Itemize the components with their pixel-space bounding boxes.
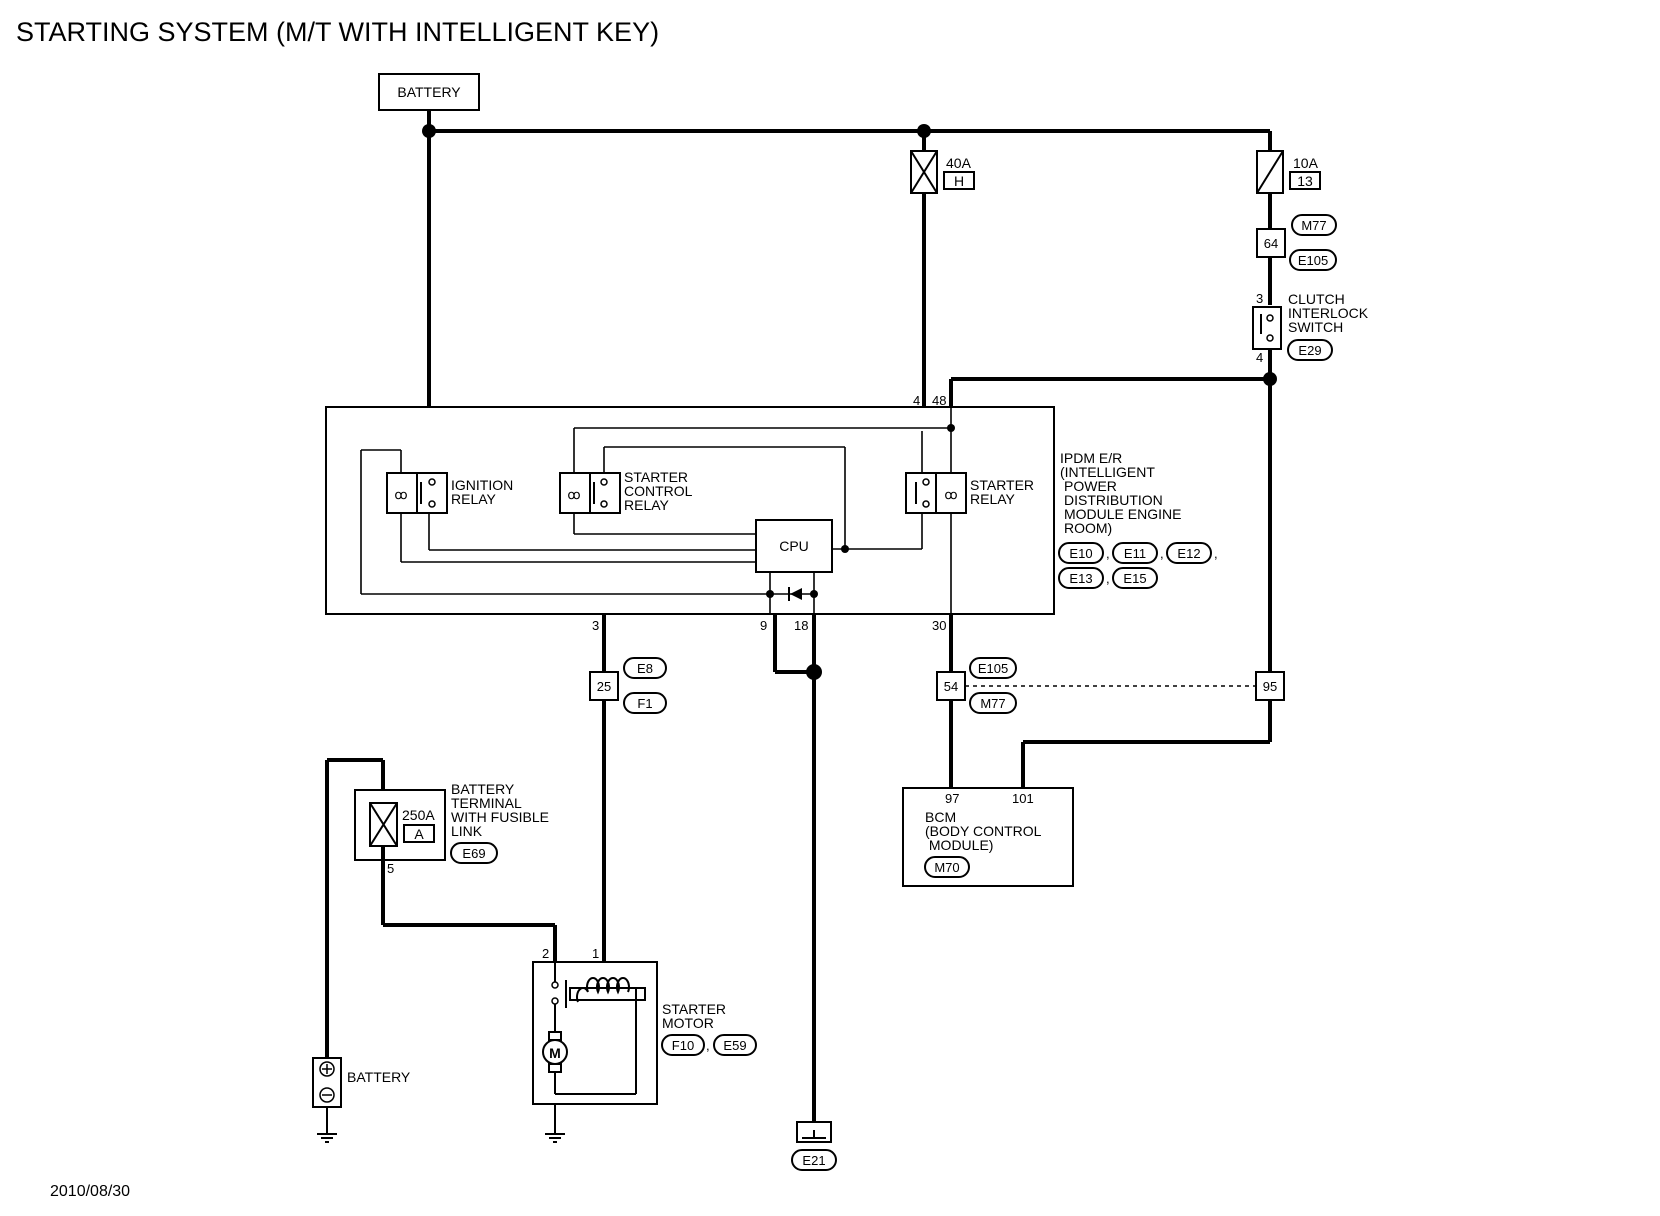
battery-bottom-label: BATTERY (347, 1069, 411, 1085)
connector-tag-m70: M70 (934, 860, 959, 875)
cpu-label: CPU (779, 538, 809, 554)
starter-motor-label-1: STARTER (662, 1001, 726, 1017)
connector-64-pin: 64 (1264, 236, 1278, 251)
relay-coil-icon: ꝏ (394, 487, 407, 502)
clutch-pin-bottom: 4 (1256, 350, 1263, 365)
ipdm-label-2: (INTELLIGENT (1060, 464, 1155, 480)
ipdm-pin-9: 9 (760, 618, 767, 633)
battery-top-label: BATTERY (397, 84, 461, 100)
connector-tag-e11: E11 (1124, 546, 1146, 561)
bcm-label-2: (BODY CONTROL (925, 823, 1042, 839)
starter-relay-label-2: RELAY (970, 491, 1016, 507)
ipdm-pin-3: 3 (592, 618, 599, 633)
junction-dot (841, 545, 849, 553)
connector-tag-e59: E59 (723, 1038, 746, 1053)
fusible-link-label-1: BATTERY (451, 781, 515, 797)
bcm-module (902, 787, 1074, 887)
svg-text:,: , (1106, 571, 1110, 586)
bcm-pin-97: 97 (945, 791, 959, 806)
connector-tag-e8: E8 (637, 661, 653, 676)
connector-tag-e13: E13 (1069, 571, 1092, 586)
connector-tag-e10: E10 (1069, 546, 1092, 561)
starter-control-relay-label-2: CONTROL (624, 483, 693, 499)
battery-top-box (378, 73, 480, 111)
fusible-link-code: A (414, 826, 424, 842)
fuse-40a-rating: 40A (946, 155, 972, 171)
connector-tag-e69: E69 (462, 846, 485, 861)
connector-tag-m77-2: M77 (980, 696, 1005, 711)
fuse-10a-code: 13 (1297, 173, 1313, 189)
ipdm-pin-4: 4 (913, 393, 920, 408)
starter-control-relay-label-3: RELAY (624, 497, 670, 513)
clutch-interlock-switch (1252, 306, 1282, 350)
fusible-link-rating: 250A (402, 807, 435, 823)
svg-text:,: , (1160, 546, 1164, 561)
connector-54-pin: 54 (944, 679, 958, 694)
clutch-label-1: CLUTCH (1288, 291, 1345, 307)
fusible-link-label-3: WITH FUSIBLE (451, 809, 549, 825)
fusible-link-pin-5: 5 (387, 861, 394, 876)
ignition-relay-label-1: IGNITION (451, 477, 513, 493)
connector-tag-e12: E12 (1177, 546, 1200, 561)
cpu-block (755, 519, 833, 573)
svg-text:,: , (1214, 546, 1218, 561)
ipdm-pin-18: 18 (794, 618, 808, 633)
motor-symbol: M (549, 1045, 561, 1061)
bcm-label-3: MODULE) (925, 837, 993, 853)
connector-tag-e15: E15 (1123, 571, 1146, 586)
connector-tag-f10: F10 (672, 1038, 694, 1053)
diode-icon (790, 588, 802, 600)
connector-tag-e105: E105 (1298, 253, 1328, 268)
connector-95-pin: 95 (1263, 679, 1277, 694)
fuse-10a-rating: 10A (1293, 155, 1319, 171)
starter-motor-label-2: MOTOR (662, 1015, 714, 1031)
ipdm-label-5: MODULE ENGINE (1064, 506, 1181, 522)
diagram-title: STARTING SYSTEM (M/T WITH INTELLIGENT KE… (16, 17, 659, 47)
connector-64 (1256, 228, 1286, 258)
connector-tag-e105-2: E105 (978, 661, 1008, 676)
clutch-pin-top: 3 (1256, 291, 1263, 306)
fusible-link-label-4: LINK (451, 823, 483, 839)
starter-pin-1: 1 (592, 946, 599, 961)
document-date: 2010/08/30 (50, 1183, 130, 1200)
fuse-40a-code: H (954, 173, 964, 189)
fusible-link-label-2: TERMINAL (451, 795, 522, 811)
ipdm-pin-48: 48 (932, 393, 946, 408)
starter-control-relay-label-1: STARTER (624, 469, 688, 485)
connector-25-pin: 25 (597, 679, 611, 694)
connector-tag-m77: M77 (1301, 218, 1326, 233)
svg-text:,: , (706, 1038, 710, 1053)
starter-pin-2: 2 (542, 946, 549, 961)
connector-tag-f1: F1 (637, 696, 652, 711)
junction-dot (810, 590, 818, 598)
bcm-pin-101: 101 (1012, 791, 1034, 806)
starter-relay-label-1: STARTER (970, 477, 1034, 493)
ipdm-pin-30: 30 (932, 618, 946, 633)
bcm-label-1: BCM (925, 809, 956, 825)
ipdm-label-4: DISTRIBUTION (1064, 492, 1163, 508)
ipdm-label-1: IPDM E/R (1060, 450, 1122, 466)
connector-95 (1255, 671, 1285, 701)
ipdm-label-6: ROOM) (1064, 520, 1112, 536)
clutch-label-3: SWITCH (1288, 319, 1343, 335)
junction-dot (806, 664, 822, 680)
connector-tag-e29: E29 (1298, 343, 1321, 358)
relay-coil-icon: ꝏ (944, 487, 957, 502)
ipdm-label-3: POWER (1064, 478, 1117, 494)
connector-tag-e21: E21 (802, 1153, 825, 1168)
svg-text:,: , (1106, 546, 1110, 561)
relay-coil-icon: ꝏ (567, 487, 580, 502)
connector-25 (589, 671, 619, 701)
clutch-label-2: INTERLOCK (1288, 305, 1369, 321)
ignition-relay-label-2: RELAY (451, 491, 497, 507)
solenoid-coil-icon (576, 977, 630, 1003)
